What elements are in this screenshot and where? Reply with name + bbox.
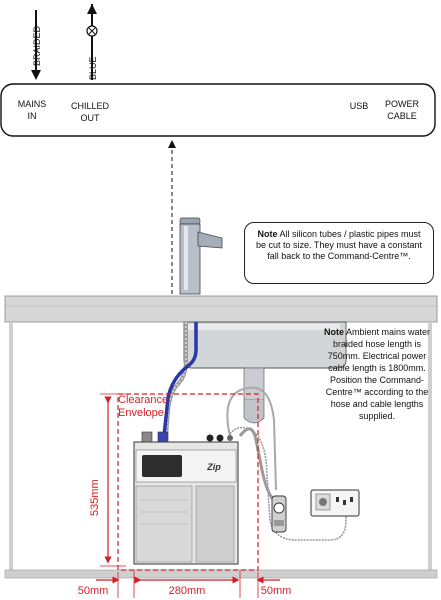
command-centre-unit: Zip <box>133 431 239 565</box>
power-cable-label-1: POWER <box>385 99 420 109</box>
note-top-body: All silicon tubes / plastic pipes must b… <box>256 229 422 261</box>
note-right-body: Ambient mains water braided hose length … <box>325 327 431 421</box>
note-top-title: Note <box>257 229 278 239</box>
mains-in-label-1: MAINS <box>18 99 47 109</box>
note-right: Note Ambient mains water braided hose le… <box>318 326 436 422</box>
sink-icon <box>183 321 347 424</box>
svg-text:Zip: Zip <box>206 462 221 472</box>
width-label: 280mm <box>169 585 206 597</box>
blue-chilled-pipe <box>162 322 198 437</box>
benchtop <box>4 295 438 323</box>
right-gap-label: 50mm <box>261 585 292 597</box>
note-right-title: Note <box>323 327 344 337</box>
braided-pipe-indicator: BRAIDED <box>31 10 42 80</box>
clearance-label-1: Clearance <box>118 394 168 406</box>
power-cable-label-2: CABLE <box>387 111 417 121</box>
height-label: 535mm <box>89 479 101 516</box>
note-top: Note All silicon tubes / plastic pipes m… <box>244 222 434 284</box>
isolation-valve-icon <box>271 495 287 533</box>
clearance-label-2: Envelope <box>118 407 164 419</box>
chilled-out-label-2: OUT <box>81 113 101 123</box>
blue-pipe-indicator: BLUE <box>86 4 98 80</box>
usb-label: USB <box>350 101 369 111</box>
chilled-out-label-1: CHILLED <box>71 101 110 111</box>
clearance-envelope <box>117 393 259 571</box>
left-gap-label: 50mm <box>78 585 109 597</box>
power-cable <box>229 426 347 541</box>
width-dimensions <box>96 570 280 598</box>
mains-in-label-2: IN <box>28 111 37 121</box>
route-dashed-line <box>168 140 176 300</box>
tap-icon <box>179 217 223 295</box>
height-dimension <box>100 393 126 567</box>
braided-label: BRAIDED <box>32 25 42 66</box>
wall-connection-box: MAINS IN CHILLED OUT USB POWER CABLE <box>0 83 436 137</box>
power-socket-icon <box>310 489 360 517</box>
blue-label: BLUE <box>88 56 98 80</box>
